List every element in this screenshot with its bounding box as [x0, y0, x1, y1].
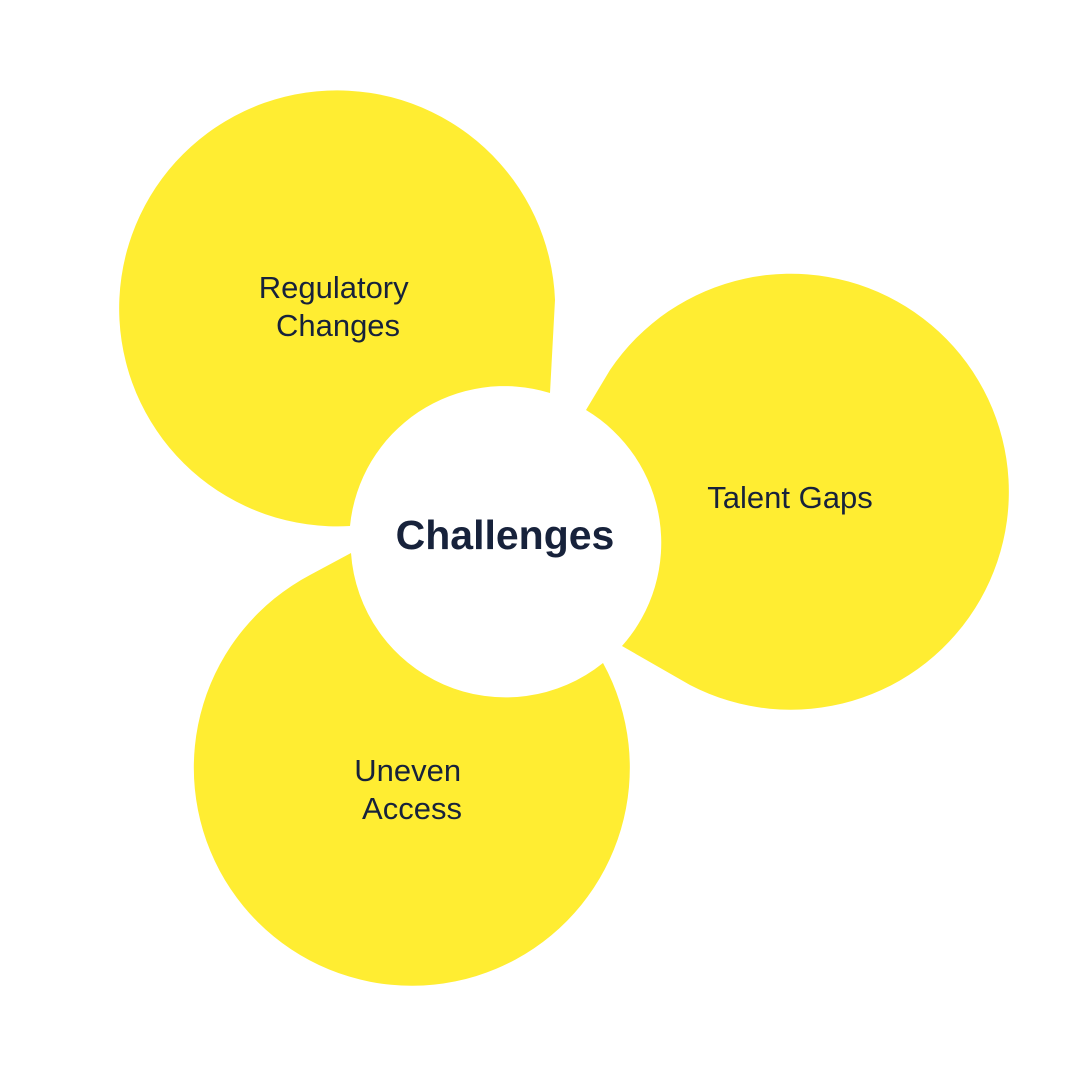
petal-talent-label: Talent Gaps [707, 480, 872, 515]
petal-talent-shape [586, 273, 1009, 710]
petal-access-shape [193, 553, 630, 986]
center-title: Challenges [396, 512, 615, 558]
center-node: Challenges [351, 388, 659, 696]
petal-uneven-access: Uneven Access [193, 553, 630, 986]
petal-access-line-2: Access [362, 791, 462, 826]
petal-regulatory-line-2: Changes [276, 308, 400, 343]
petal-regulatory-label: Regulatory Changes [259, 270, 418, 343]
petal-access-label: Uneven Access [354, 753, 469, 826]
petal-regulatory-shape [119, 90, 555, 527]
petal-regulatory-changes: Regulatory Changes [119, 90, 555, 527]
petal-regulatory-line-1: Regulatory [259, 270, 409, 305]
petal-talent-gaps: Talent Gaps [586, 273, 1009, 710]
petal-access-line-1: Uneven [354, 753, 461, 788]
petal-talent-line-1: Talent Gaps [707, 480, 872, 515]
center-disc [351, 388, 659, 696]
